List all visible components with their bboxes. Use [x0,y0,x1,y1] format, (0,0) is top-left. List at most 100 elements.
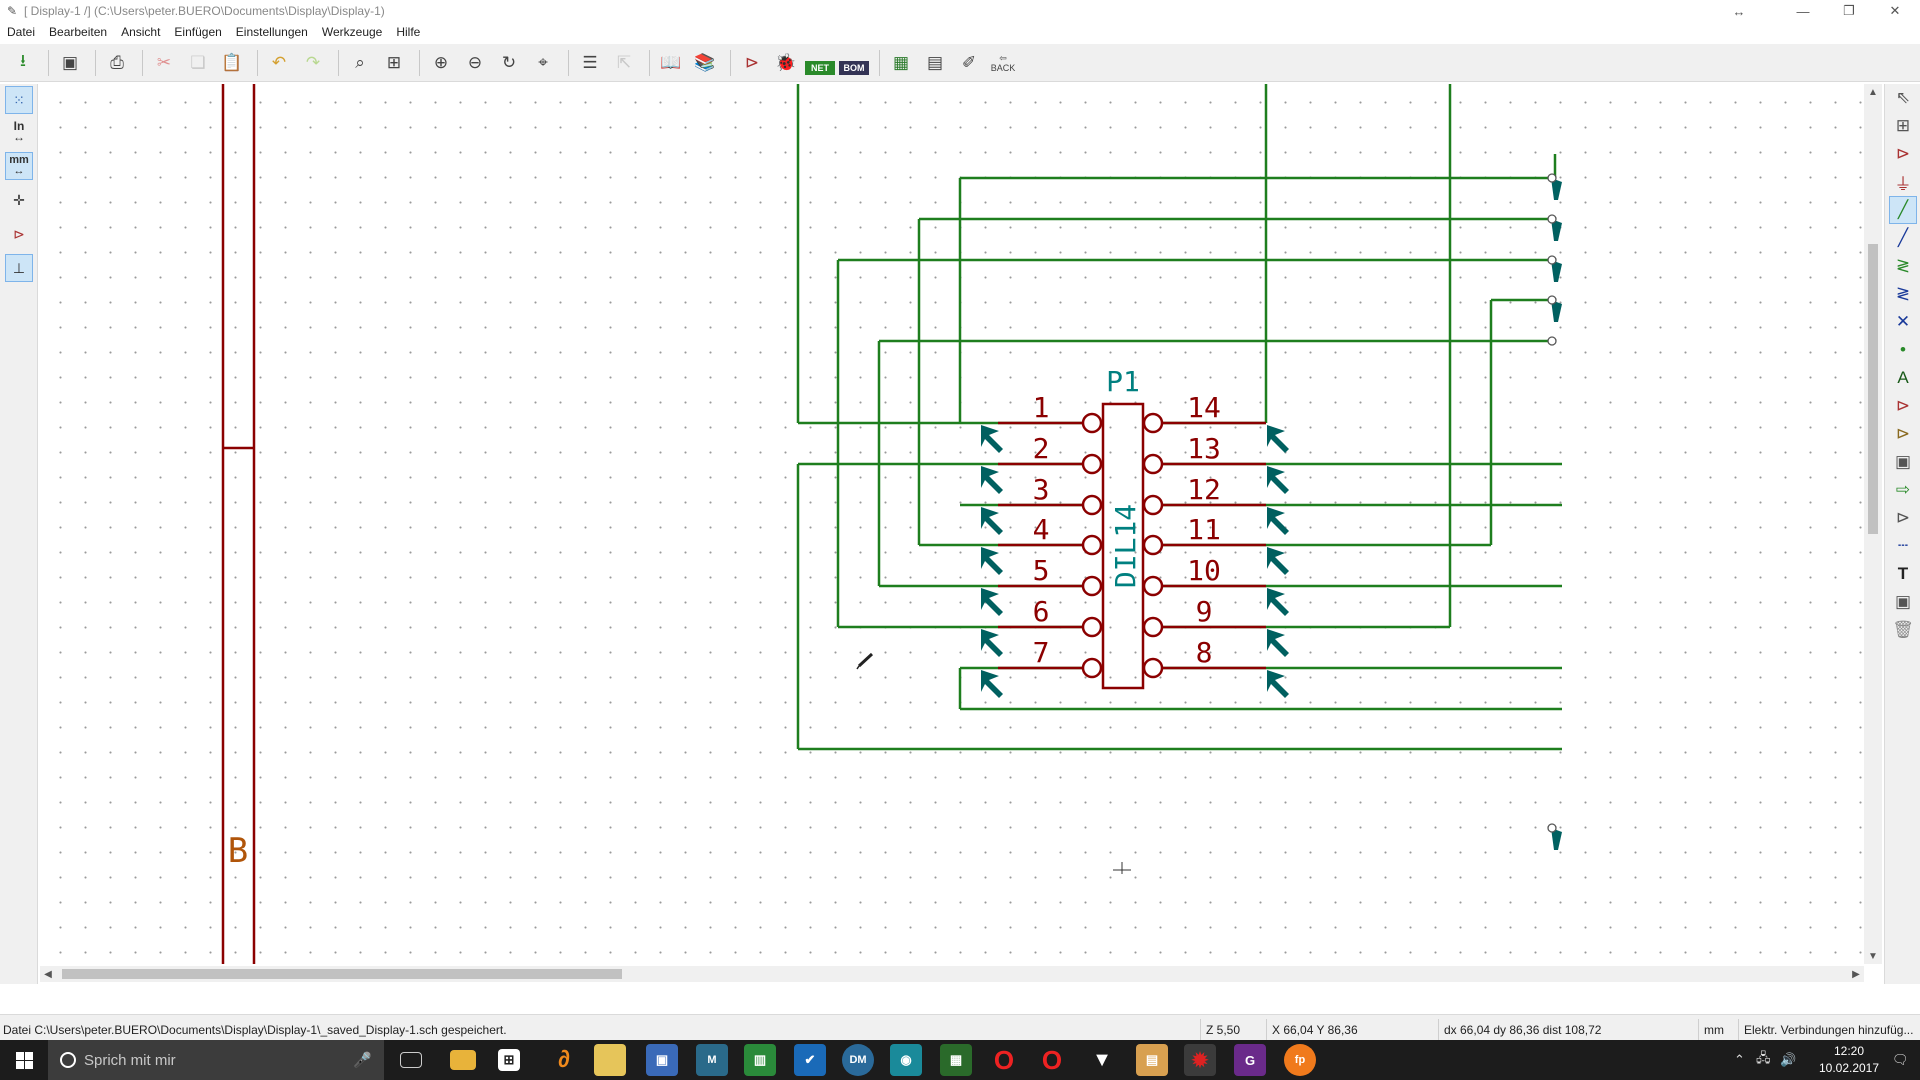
page-settings-icon[interactable]: ▣ [61,52,79,72]
app-wolf-icon[interactable]: ▼ [1092,1048,1112,1071]
bom-icon[interactable]: BOM [839,60,869,75]
copy-icon[interactable]: ❏ [190,52,206,72]
find-replace-icon[interactable]: ⊞ [386,52,402,72]
scroll-down-icon[interactable]: ▼ [1868,950,1878,962]
menu-datei[interactable]: Datei [7,25,36,39]
delete-item-icon[interactable]: 🗑 [1892,620,1914,639]
place-bus-icon[interactable]: ╱ [1897,228,1909,247]
paste-icon[interactable]: 📋 [221,52,243,72]
leave-sheet-icon[interactable]: ⇱ [616,52,632,72]
add-sheet-pin-icon[interactable]: ⊳ [1895,508,1911,527]
file-explorer-icon[interactable] [450,1050,476,1070]
tray-chevron-icon[interactable]: ⌃ [1734,1052,1745,1067]
menu-einfuegen[interactable]: Einfügen [174,25,222,39]
units-mm-button[interactable]: mm↔ [5,152,33,180]
app-pcb-icon[interactable]: ▦ [940,1044,972,1076]
find-icon[interactable]: ⌕ [355,52,365,72]
app-dm-icon[interactable]: DM [842,1044,874,1076]
opera-icon[interactable]: O [993,1044,1015,1075]
back-annotate-icon[interactable]: ⇦BACK [988,48,1018,78]
erc-icon[interactable]: 🐞 [775,52,797,72]
app-green-icon[interactable]: ▥ [744,1044,776,1076]
app-cyan-icon[interactable]: ◉ [890,1044,922,1076]
annotate-icon[interactable]: ⊳ [744,52,760,72]
net-label-icon[interactable]: A [1897,368,1909,387]
clock[interactable]: 12:20 10.02.2017 [1814,1043,1884,1077]
redo-icon[interactable]: ↷ [305,52,321,72]
volume-icon[interactable]: 🔊 [1780,1052,1797,1067]
notes-icon[interactable] [594,1044,626,1076]
app-purple-icon[interactable]: G [1234,1044,1266,1076]
zoom-in-icon[interactable]: ⊕ [433,52,449,72]
units-inch-button[interactable]: In↔ [5,118,33,146]
cortana-search-box[interactable]: Sprich mit mir 🎤 [48,1040,384,1080]
global-label-icon[interactable]: ⊳ [1895,396,1911,415]
library-browser-icon[interactable]: 📚 [694,52,716,72]
resize-arrows-icon[interactable]: ↔ [1732,3,1746,19]
network-icon[interactable]: 🖧 [1756,1050,1771,1065]
scroll-right-icon[interactable]: ▶ [1852,968,1860,980]
graphic-line-icon[interactable]: ┄ [1897,536,1909,555]
h-v-wires-icon[interactable]: ⊥ [5,254,33,282]
hidden-pins-icon[interactable]: ⊳ [13,225,25,242]
footprint-assign-icon[interactable]: ▤ [926,52,944,72]
menu-ansicht[interactable]: Ansicht [121,25,161,39]
graphic-text-icon[interactable]: T [1897,564,1909,583]
windows-start-icon[interactable] [0,1040,48,1080]
zoom-out-icon[interactable]: ⊖ [467,52,483,72]
kicad-bug-icon[interactable]: ✹ [1184,1044,1216,1076]
cut-icon[interactable]: ✂ [156,52,172,72]
bus-bus-entry-icon[interactable]: ≷ [1895,284,1911,303]
horizontal-scroll-thumb[interactable] [62,969,622,979]
place-power-icon[interactable]: ⏚ [1894,174,1912,194]
hierarchical-label-icon[interactable]: ⊳ [1895,424,1911,443]
store-icon[interactable]: ⊞ [498,1049,520,1071]
hierarchy-navigator-icon[interactable]: ☰ [582,52,598,72]
save-icon[interactable]: ⭳ [20,51,26,70]
task-view-icon[interactable] [400,1052,422,1068]
microphone-icon[interactable]: 🎤 [353,1052,372,1069]
hierarchy-icon[interactable]: ⊞ [1895,116,1911,135]
menu-einstellungen[interactable]: Einstellungen [235,25,308,39]
menu-hilfe[interactable]: Hilfe [396,25,421,39]
import-sheet-pin-icon[interactable]: ⇨ [1895,480,1911,499]
undo-icon[interactable]: ↶ [271,52,287,72]
print-icon[interactable]: ⎙ [110,52,124,72]
app-blue-icon[interactable]: ✔ [794,1044,826,1076]
menu-bearbeiten[interactable]: Bearbeiten [49,25,108,39]
place-component-icon[interactable]: ⊳ [1895,144,1911,163]
app-orange-icon[interactable]: ∂ [558,1046,570,1073]
notifications-icon[interactable]: 🗨 [1892,1052,1909,1067]
scroll-left-icon[interactable]: ◀ [44,968,52,980]
no-connect-icon[interactable]: ✕ [1895,312,1911,331]
hierarchical-sheet[interactable]: B [221,84,256,964]
cvpcb-icon[interactable]: ▦ [892,52,910,72]
cursor-shape-icon[interactable]: ✛ [13,191,25,208]
redraw-icon[interactable]: ↻ [501,52,517,72]
add-image-icon[interactable]: ▣ [1894,592,1912,611]
place-wire-icon[interactable]: ╱ [1889,196,1917,224]
minimize-button[interactable]: — [1796,3,1810,19]
app-orange-circle-icon[interactable]: fp [1284,1044,1316,1076]
vertical-scroll-thumb[interactable] [1868,244,1878,534]
junction-icon[interactable]: • [1900,340,1906,359]
close-button[interactable]: ✕ [1889,3,1901,18]
app-files-icon[interactable]: ▤ [1136,1044,1168,1076]
zoom-fit-icon[interactable]: ⌖ [538,52,548,72]
scroll-up-icon[interactable]: ▲ [1868,86,1878,98]
library-editor-icon[interactable]: 📖 [660,52,682,72]
wire-bus-entry-icon[interactable]: ≷ [1895,256,1911,275]
vertical-scrollbar[interactable]: ▲ ▼ [1864,84,1882,964]
grid-toggle-icon[interactable]: ⁙ [5,86,33,114]
netlist-icon[interactable]: NET [805,60,835,75]
pcbnew-icon[interactable]: ✐ [961,52,977,72]
select-cursor-icon[interactable]: ⇖ [1895,88,1911,107]
horizontal-scrollbar[interactable]: ◀ ▶ [40,966,1864,982]
app-m-icon[interactable]: M [696,1044,728,1076]
save-disk-icon[interactable]: ▣ [646,1044,678,1076]
menu-werkzeuge[interactable]: Werkzeuge [321,25,383,39]
restore-button[interactable]: ❐ [1843,3,1855,18]
